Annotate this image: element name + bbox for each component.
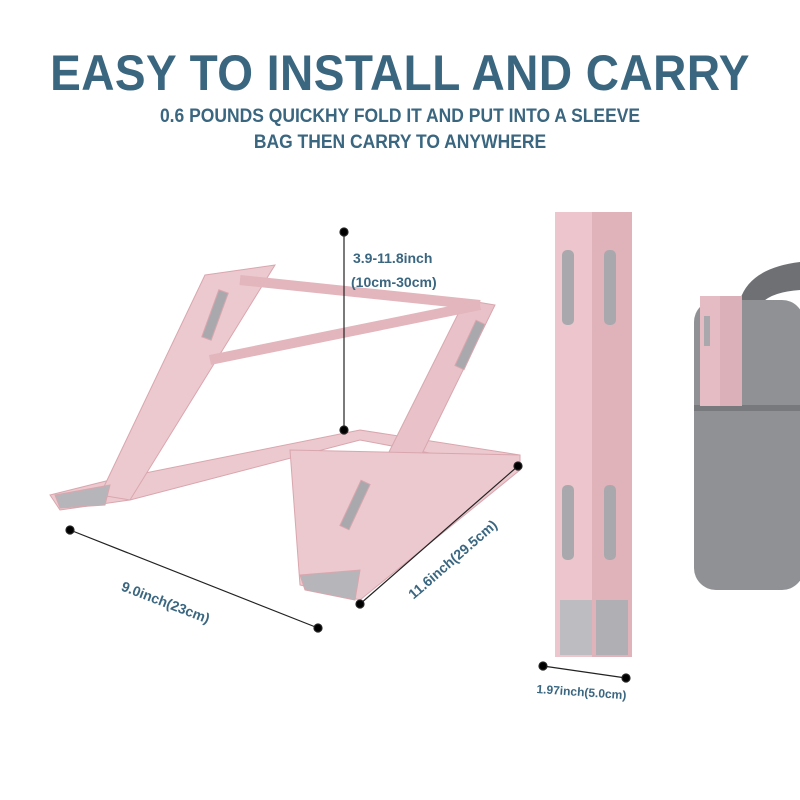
height-metric-label: (10cm-30cm): [351, 274, 437, 290]
folded-stand-in-bag: [700, 296, 742, 406]
subline-1: 0.6 POUNDS QUICKHY FOLD IT AND PUT INTO …: [159, 106, 641, 127]
folded-stand: [555, 212, 632, 657]
height-label: 3.9-11.8inch: [353, 250, 433, 266]
dimension-lines: [65, 227, 631, 683]
headline: EASY TO INSTALL AND CARRY: [50, 45, 750, 101]
subline-2: BAG THEN CARRY TO ANYWHERE: [253, 132, 547, 153]
open-stand: [49, 264, 521, 601]
